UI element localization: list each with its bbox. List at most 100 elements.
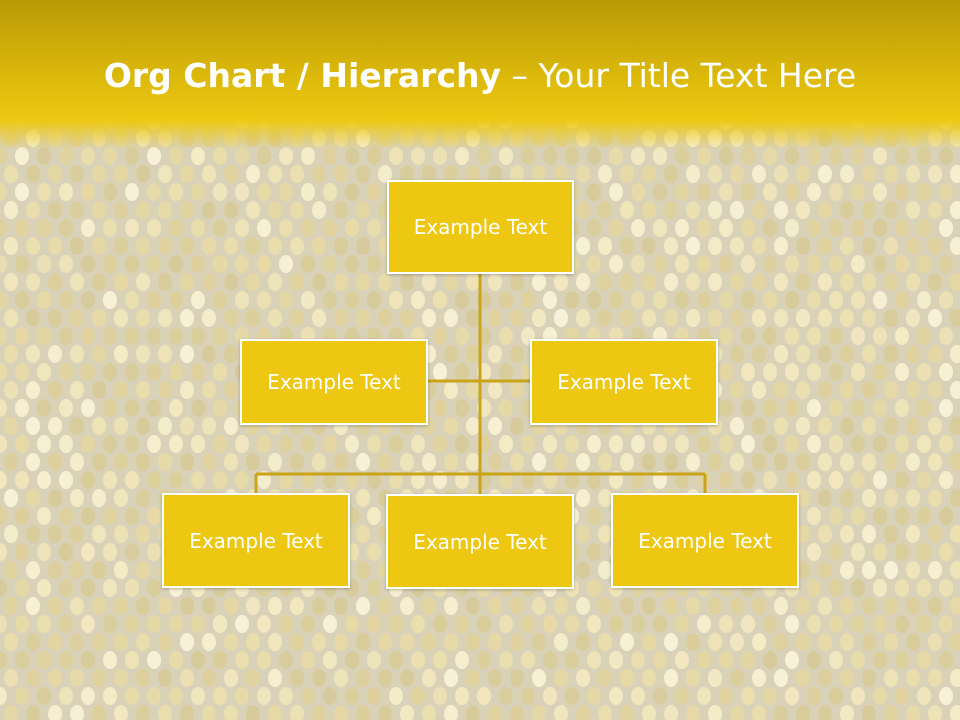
bokeh-dot <box>235 183 249 201</box>
bokeh-dot <box>59 147 73 165</box>
bokeh-dot <box>246 273 260 291</box>
bokeh-dot <box>521 615 535 633</box>
bokeh-dot <box>70 309 84 327</box>
bokeh-dot <box>642 669 656 687</box>
bokeh-dot <box>246 165 260 183</box>
bokeh-dot <box>257 615 271 633</box>
bokeh-dot <box>70 417 84 435</box>
bokeh-dot <box>246 453 260 471</box>
bokeh-dot <box>323 687 337 705</box>
bokeh-dot <box>642 273 656 291</box>
bokeh-dot <box>829 183 843 201</box>
bokeh-dot <box>576 273 590 291</box>
bokeh-dot <box>345 615 359 633</box>
bokeh-dot <box>840 237 854 255</box>
bokeh-dot <box>48 417 62 435</box>
bokeh-dot <box>114 705 128 720</box>
bokeh-dot <box>829 255 843 273</box>
bokeh-dot <box>147 147 161 165</box>
bokeh-dot <box>532 309 546 327</box>
bokeh-dot <box>675 147 689 165</box>
bokeh-dot <box>37 363 51 381</box>
bokeh-dot <box>642 633 656 651</box>
bokeh-dot <box>0 327 7 345</box>
bokeh-dot <box>433 615 447 633</box>
bokeh-dot <box>653 147 667 165</box>
bokeh-dot <box>114 201 128 219</box>
bokeh-dot <box>807 507 821 525</box>
bokeh-dot <box>235 435 249 453</box>
bokeh-dot <box>466 309 480 327</box>
bokeh-dot <box>356 453 370 471</box>
bokeh-dot <box>114 237 128 255</box>
bokeh-dot <box>92 669 106 687</box>
bokeh-dot <box>136 201 150 219</box>
bokeh-dot <box>345 687 359 705</box>
bokeh-dot <box>312 453 326 471</box>
bokeh-dot <box>378 669 392 687</box>
bokeh-dot <box>763 363 777 381</box>
bokeh-dot <box>367 579 381 597</box>
bokeh-dot <box>873 255 887 273</box>
bokeh-dot <box>708 201 722 219</box>
org-node-child-right[interactable]: Example Text <box>611 493 799 588</box>
bokeh-dot <box>873 291 887 309</box>
bokeh-dot <box>356 525 370 543</box>
bokeh-dot <box>136 453 150 471</box>
bokeh-dot <box>939 327 953 345</box>
bokeh-dot <box>807 435 821 453</box>
bokeh-dot <box>180 309 194 327</box>
bokeh-dot <box>818 489 832 507</box>
bokeh-dot <box>752 273 766 291</box>
bokeh-dot <box>697 615 711 633</box>
bokeh-dot <box>15 615 29 633</box>
bokeh-dot <box>455 327 469 345</box>
bokeh-dot <box>290 309 304 327</box>
bokeh-dot <box>653 687 667 705</box>
bokeh-dot <box>587 651 601 669</box>
bokeh-dot <box>917 435 931 453</box>
org-node-assistant-right[interactable]: Example Text <box>530 339 718 425</box>
bokeh-dot <box>92 453 106 471</box>
bokeh-dot <box>488 309 502 327</box>
bokeh-dot <box>488 417 502 435</box>
org-node-child-left[interactable]: Example Text <box>162 493 350 588</box>
org-node-root[interactable]: Example Text <box>387 180 574 274</box>
bokeh-dot <box>246 237 260 255</box>
bokeh-dot <box>26 489 40 507</box>
org-node-assistant-right-label: Example Text <box>557 370 691 394</box>
bokeh-dot <box>367 183 381 201</box>
bokeh-dot <box>488 273 502 291</box>
bokeh-dot <box>235 291 249 309</box>
bokeh-dot <box>400 597 414 615</box>
bokeh-dot <box>807 471 821 489</box>
bokeh-dot <box>81 615 95 633</box>
bokeh-dot <box>730 633 744 651</box>
bokeh-dot <box>851 399 865 417</box>
bokeh-dot <box>939 363 953 381</box>
bokeh-dot <box>664 669 678 687</box>
bokeh-dot <box>785 291 799 309</box>
bokeh-dot <box>950 453 960 471</box>
bokeh-dot <box>697 219 711 237</box>
bokeh-dot <box>455 651 469 669</box>
bokeh-dot <box>675 651 689 669</box>
org-node-child-center[interactable]: Example Text <box>386 494 574 589</box>
bokeh-dot <box>917 183 931 201</box>
bokeh-dot <box>719 651 733 669</box>
bokeh-dot <box>840 345 854 363</box>
org-node-assistant-left[interactable]: Example Text <box>240 339 428 425</box>
bokeh-dot <box>609 255 623 273</box>
bokeh-dot <box>0 399 7 417</box>
bokeh-dot <box>928 633 942 651</box>
bokeh-dot <box>763 291 777 309</box>
bokeh-dot <box>323 651 337 669</box>
bokeh-dot <box>37 651 51 669</box>
bokeh-dot <box>213 255 227 273</box>
bokeh-dot <box>499 399 513 417</box>
bokeh-dot <box>180 453 194 471</box>
bokeh-dot <box>0 435 7 453</box>
bokeh-dot <box>246 633 260 651</box>
bokeh-dot <box>587 291 601 309</box>
bokeh-dot <box>268 597 282 615</box>
